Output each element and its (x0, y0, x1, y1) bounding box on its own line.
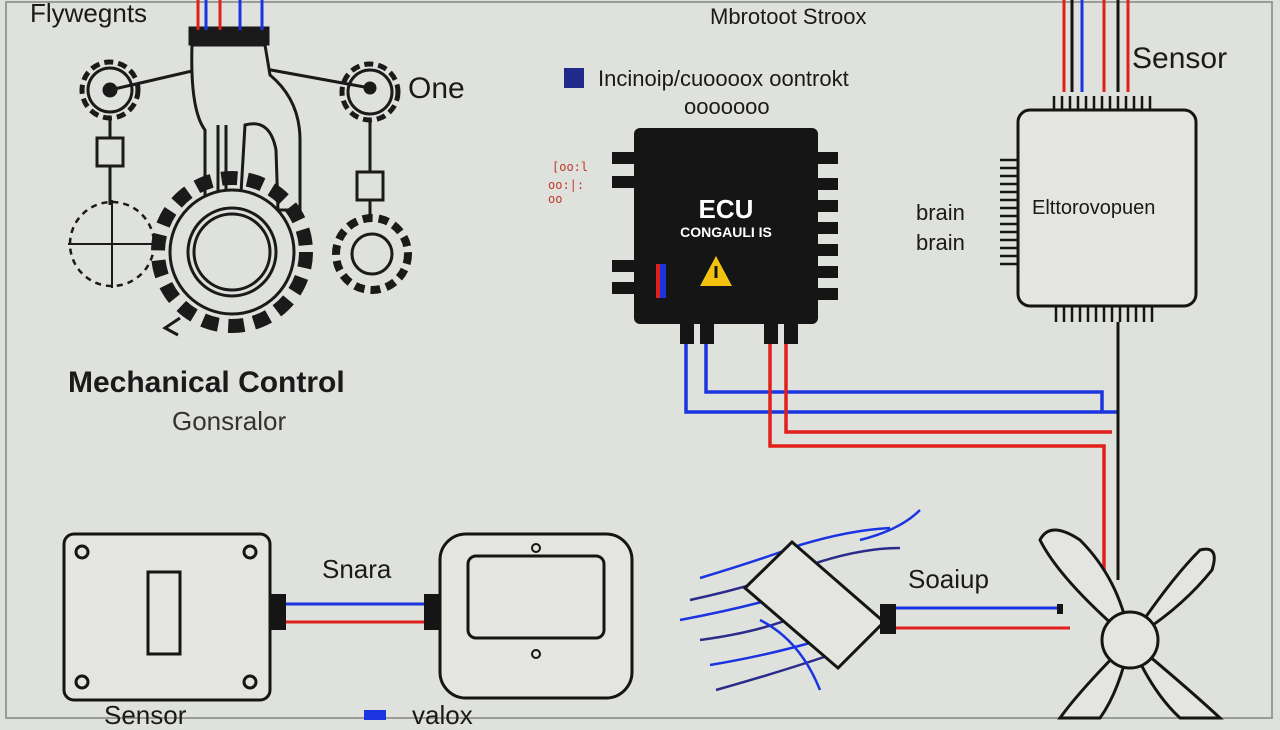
ecu-subtitle: CONGAULI IS (680, 224, 772, 240)
valve-box (424, 532, 634, 700)
diagram-frame (5, 1, 1273, 719)
one-label: One (408, 72, 465, 105)
left-block (95, 136, 125, 168)
flyweight-arm-left (109, 66, 206, 92)
main-gear-icon (151, 171, 313, 333)
sensor-top-label: Sensor (1132, 42, 1228, 75)
right-small-gear-icon (339, 61, 401, 123)
legend-square-icon (564, 68, 584, 88)
valve-label: valox (412, 700, 473, 730)
mechanical-control-title: Mechanical Control (68, 366, 345, 399)
ecu-title: ECU (698, 194, 754, 224)
sensor-module-body (1016, 108, 1198, 308)
top-center-label: Mbrotoot Stroox (710, 4, 867, 29)
soaiup-label: Soaiup (908, 564, 989, 594)
generator-label: Gonsralor (172, 406, 287, 436)
fan-wires (896, 604, 1070, 630)
valve-legend-icon (364, 710, 386, 720)
flyweight-arm-right (259, 66, 371, 90)
flyweights-label: Flywegnts (30, 0, 148, 28)
lower-right-gear-icon (332, 214, 412, 294)
right-block (355, 170, 385, 202)
bottom-left-sensor-box (62, 532, 286, 702)
brain-label-2: brain (916, 230, 965, 255)
snara-label: Snara (322, 554, 392, 584)
ecu-body (634, 128, 818, 324)
damper-block (742, 539, 896, 671)
ecu-side-note-1: [oo:l (552, 160, 589, 174)
control-description-line2: ooooooo (684, 94, 770, 119)
control-description-line1: Incinoip/cuoooox oontrokt (598, 66, 849, 91)
governor-top-wires (196, 0, 264, 30)
ecu-side-note-2: oo:|:oo (548, 178, 585, 206)
sensor-bottom-label: Sensor (104, 700, 187, 730)
sensor-module (1000, 0, 1198, 322)
mechanical-governor (68, 26, 412, 337)
module-label: Elttorovopuen (1032, 197, 1156, 219)
ecu-unit (612, 128, 838, 344)
fan-icon (1038, 528, 1224, 720)
bottom-left-wires (286, 602, 424, 624)
dashed-flyweight-icon (68, 200, 156, 288)
brain-label-1: brain (916, 200, 965, 225)
ecu-wires (684, 322, 1120, 580)
